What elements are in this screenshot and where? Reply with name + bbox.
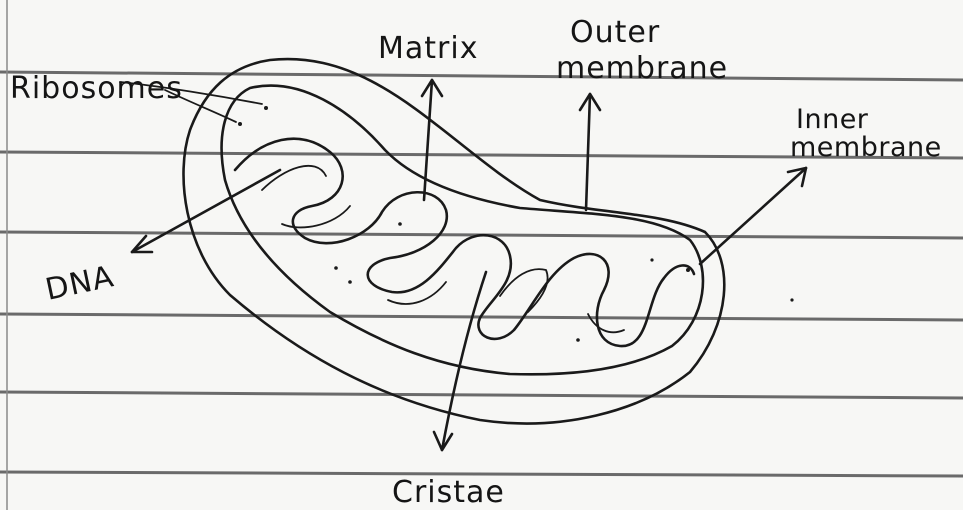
label-matrix: Matrix bbox=[378, 31, 478, 66]
inner-membrane-arrow bbox=[700, 168, 806, 264]
outer-membrane-outline bbox=[183, 59, 724, 423]
label-outer-membrane-line2: membrane bbox=[556, 51, 728, 86]
dna-arrow bbox=[132, 170, 280, 252]
label-outer-membrane-line1: Outer bbox=[570, 15, 660, 50]
outer-membrane-arrow bbox=[586, 94, 590, 210]
label-inner-membrane-line1: Inner bbox=[796, 104, 869, 135]
cristae-arrow bbox=[442, 272, 486, 450]
inner-membrane-outline bbox=[222, 86, 703, 375]
label-cristae: Cristae bbox=[392, 475, 505, 510]
label-inner-membrane-line2: membrane bbox=[790, 132, 942, 163]
label-ribosomes: Ribosomes bbox=[10, 71, 183, 106]
cristae-inner-folds bbox=[262, 166, 624, 332]
label-dna: DNA bbox=[42, 259, 117, 308]
